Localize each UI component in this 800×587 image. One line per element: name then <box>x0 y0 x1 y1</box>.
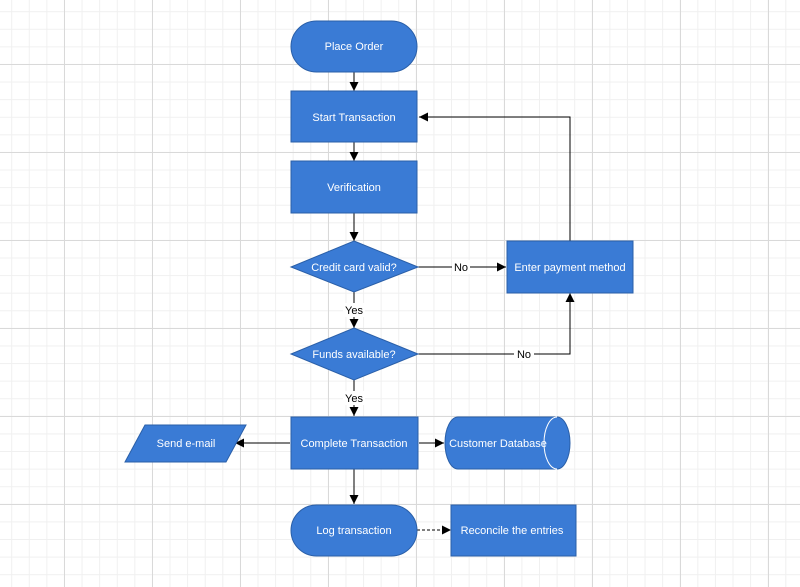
node-place-order[interactable]: Place Order <box>290 20 418 73</box>
node-enter-payment-method[interactable]: Enter payment method <box>506 240 634 294</box>
node-verification-label: Verification <box>327 182 381 194</box>
node-send-email[interactable]: Send e-mail <box>124 424 247 463</box>
nodes: Place Order Start Transaction Verificati… <box>124 20 634 557</box>
node-funds-available[interactable]: Funds available? <box>289 327 420 381</box>
node-reconcile-entries-label: Reconcile the entries <box>461 525 564 537</box>
edge-label-funds-no: No <box>517 349 531 361</box>
node-verification[interactable]: Verification <box>290 160 418 214</box>
node-customer-database-label: Customer Database <box>449 438 547 450</box>
node-send-email-label: Send e-mail <box>157 438 216 450</box>
node-complete-transaction-label: Complete Transaction <box>301 438 408 450</box>
edge-label-funds-yes: Yes <box>345 393 363 405</box>
node-reconcile-entries[interactable]: Reconcile the entries <box>450 504 577 557</box>
edge-funds-no-to-payment <box>418 293 575 355</box>
node-customer-database[interactable]: Customer Database <box>444 416 571 470</box>
node-place-order-label: Place Order <box>325 41 384 53</box>
node-complete-transaction[interactable]: Complete Transaction <box>290 416 419 470</box>
node-log-transaction-label: Log transaction <box>316 525 391 537</box>
edge-payment-to-start <box>419 112 571 241</box>
node-credit-card-valid-label: Credit card valid? <box>311 262 397 274</box>
edge-label-card-yes: Yes <box>345 305 363 317</box>
node-start-transaction-label: Start Transaction <box>312 112 395 124</box>
node-credit-card-valid[interactable]: Credit card valid? <box>289 240 420 293</box>
node-funds-available-label: Funds available? <box>312 349 395 361</box>
node-enter-payment-method-label: Enter payment method <box>514 262 625 274</box>
edge-labels: No Yes No Yes <box>343 260 534 405</box>
node-log-transaction[interactable]: Log transaction <box>290 504 418 557</box>
node-start-transaction[interactable]: Start Transaction <box>290 90 418 143</box>
edge-label-card-no: No <box>454 262 468 274</box>
